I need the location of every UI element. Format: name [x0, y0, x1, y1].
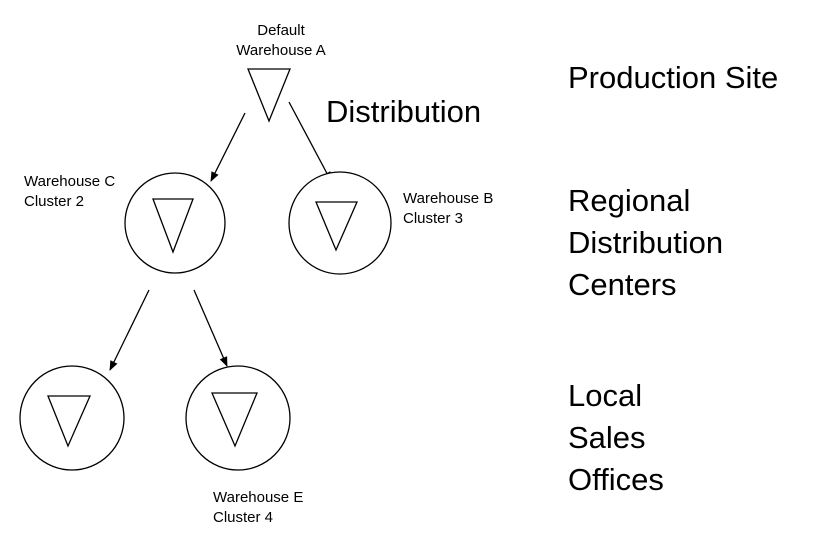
- warehouse-a-label-line-1: Default: [257, 22, 305, 39]
- distribution-edge-label: Distribution: [326, 94, 482, 129]
- tier-label-regional: Regional Distribution Centers: [568, 180, 723, 306]
- warehouse-e-triangle: [211, 392, 258, 448]
- tier-label-production: Production Site: [568, 57, 778, 99]
- arrow-a-to-b: [288, 101, 332, 182]
- tier-label-production-line-1: Production Site: [568, 60, 779, 95]
- warehouse-c-triangle: [152, 198, 194, 254]
- warehouse-c-label-line-2: Cluster 2: [24, 193, 85, 210]
- tier-label-regional-line-2: Distribution: [568, 225, 724, 260]
- warehouse-e-label-line-2: Cluster 4: [213, 509, 274, 526]
- warehouse-a-label-line-2: Warehouse A: [236, 42, 326, 59]
- tier-label-regional-line-3: Centers: [568, 267, 677, 302]
- tier-label-regional-line-1: Regional: [568, 183, 691, 218]
- warehouse-b-label: Warehouse B Cluster 3: [403, 189, 493, 229]
- warehouse-c-label-line-1: Warehouse C: [24, 173, 116, 190]
- warehouse-c-label: Warehouse C Cluster 2: [24, 172, 115, 212]
- warehouse-a-triangle: [247, 68, 291, 123]
- warehouse-b-label-line-2: Cluster 3: [403, 210, 464, 227]
- tier-label-local-line-3: Offices: [568, 462, 664, 497]
- warehouse-e-label: Warehouse E Cluster 4: [213, 488, 303, 528]
- warehouse-a-label: Default Warehouse A: [226, 21, 336, 61]
- local-office-left-triangle: [47, 395, 91, 448]
- tier-label-local-line-2: Sales: [568, 420, 646, 455]
- arrow-c-to-e: [193, 289, 228, 367]
- tier-label-local: Local Sales Offices: [568, 375, 664, 501]
- tier-label-local-line-1: Local: [568, 378, 643, 413]
- arrow-c-to-left-office: [109, 289, 150, 371]
- arrow-a-to-c: [210, 112, 246, 182]
- warehouse-b-triangle: [315, 201, 358, 252]
- warehouse-b-label-line-1: Warehouse B: [403, 190, 494, 207]
- warehouse-e-label-line-1: Warehouse E: [213, 489, 304, 506]
